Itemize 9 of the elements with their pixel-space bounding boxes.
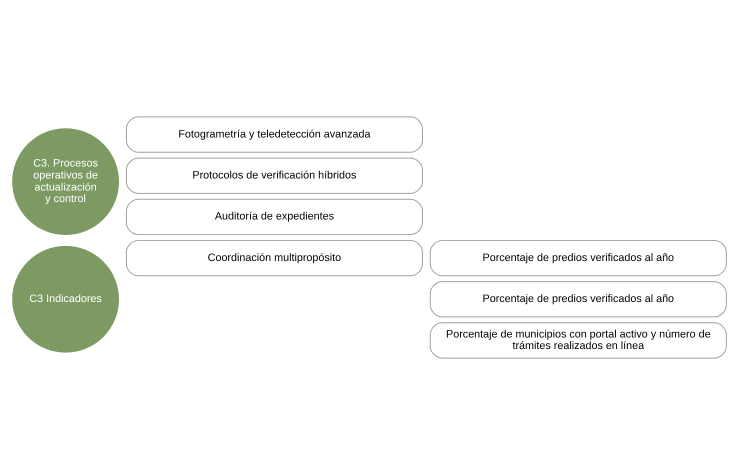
node-box: Auditoría de expedientes <box>126 198 423 236</box>
node-box: Protocolos de verificación híbridos <box>126 158 423 194</box>
node-box: Porcentaje de predios verificados al año <box>430 240 727 276</box>
node-box: Porcentaje de predios verificados al año <box>430 281 727 318</box>
node-circle: C3 Indicadores <box>12 246 120 353</box>
node-box: Porcentaje de municipios con portal activo y número de trámites realizados en línea <box>430 322 727 359</box>
node-box: Fotogrametría y teledetección avanzada <box>126 116 423 153</box>
node-circle: C3. Procesos operativos de actualización y control <box>12 128 120 236</box>
node-box: Coordinación multipropósito <box>126 240 423 276</box>
